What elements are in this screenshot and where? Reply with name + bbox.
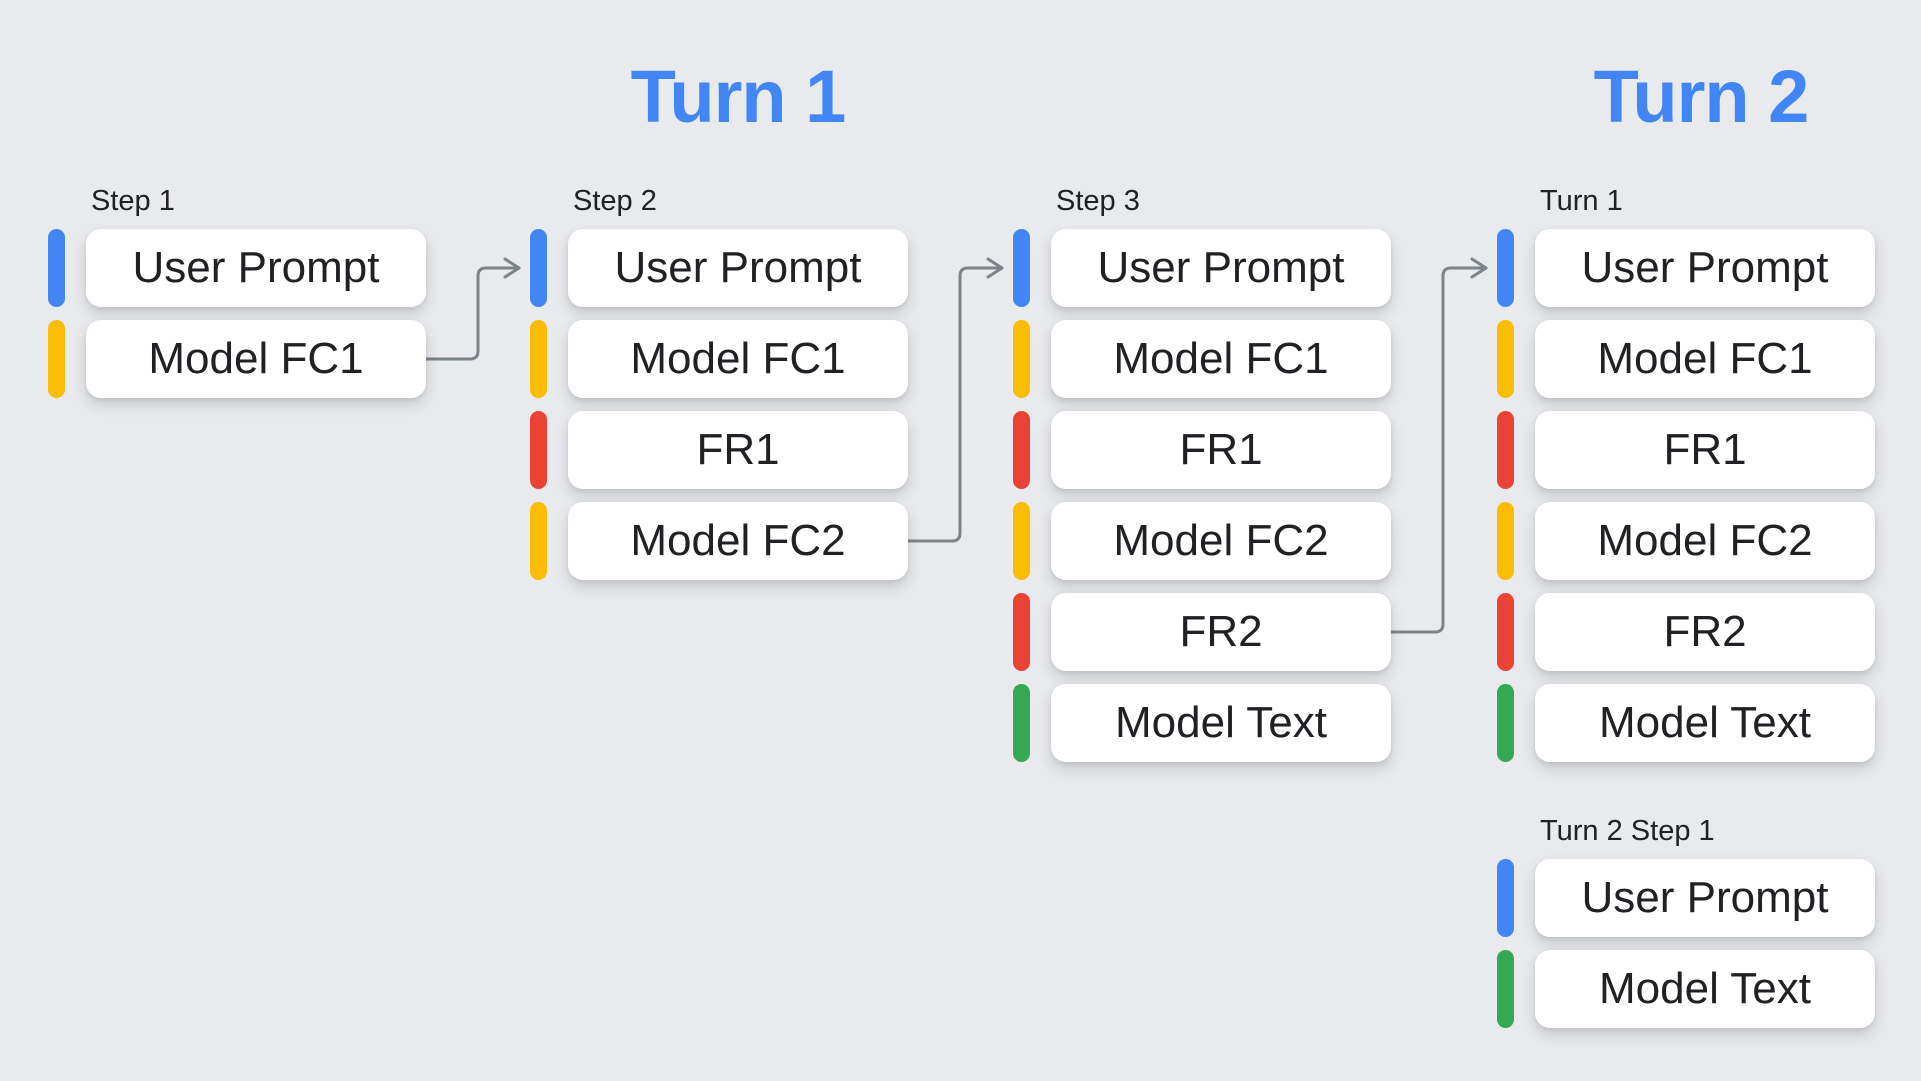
node-model-fc1: Model FC1 (1051, 320, 1391, 398)
model-text-bar (1013, 684, 1030, 762)
diagram-row: Model FC1 (1497, 320, 1875, 398)
function-response-bar (1497, 593, 1514, 671)
node-fr2: FR2 (1051, 593, 1391, 671)
diagram-row: FR2 (1013, 593, 1391, 671)
function-response-bar (1013, 593, 1030, 671)
model-fc-bar (530, 320, 547, 398)
model-text-bar (1497, 950, 1514, 1028)
node-model-fc1: Model FC1 (86, 320, 426, 398)
diagram-row: User Prompt (48, 229, 426, 307)
user-prompt-bar (530, 229, 547, 307)
model-text-bar (1497, 684, 1514, 762)
node-user-prompt: User Prompt (1535, 229, 1875, 307)
diagram-row: User Prompt (1497, 229, 1875, 307)
node-model-fc2: Model FC2 (1051, 502, 1391, 580)
diagram-row: Model Text (1013, 684, 1391, 762)
user-prompt-bar (1497, 229, 1514, 307)
diagram-row: Model FC1 (530, 320, 908, 398)
node-model-fc1: Model FC1 (568, 320, 908, 398)
arrowhead-icon (986, 257, 1004, 279)
user-prompt-bar (1013, 229, 1030, 307)
diagram-row: Model Text (1497, 950, 1875, 1028)
arrowhead-icon (1470, 257, 1488, 279)
group-label: Step 2 (573, 185, 657, 217)
model-fc-bar (1013, 502, 1030, 580)
model-fc-bar (1497, 320, 1514, 398)
model-fc-bar (48, 320, 65, 398)
function-response-bar (1497, 411, 1514, 489)
connector-line (906, 266, 1004, 543)
diagram-row: FR1 (1013, 411, 1391, 489)
connector-arrow (1389, 257, 1488, 634)
diagram-row: User Prompt (1013, 229, 1391, 307)
node-model-fc2: Model FC2 (568, 502, 908, 580)
node-fr2: FR2 (1535, 593, 1875, 671)
diagram-row: Model FC2 (1013, 502, 1391, 580)
group-label: Step 3 (1056, 185, 1140, 217)
node-fr1: FR1 (568, 411, 908, 489)
model-fc-bar (1013, 320, 1030, 398)
connector-line (1389, 266, 1488, 634)
diagram-row: FR1 (1497, 411, 1875, 489)
node-fr1: FR1 (1535, 411, 1875, 489)
function-response-bar (530, 411, 547, 489)
diagram-row: Model FC1 (1013, 320, 1391, 398)
group-label: Turn 1 (1540, 185, 1623, 217)
turn-2-title: Turn 2 (1593, 55, 1810, 138)
user-prompt-bar (48, 229, 65, 307)
diagram-row: Model FC1 (48, 320, 426, 398)
group-label: Turn 2 Step 1 (1540, 815, 1715, 847)
node-user-prompt: User Prompt (1535, 859, 1875, 937)
node-fr1: FR1 (1051, 411, 1391, 489)
diagram-row: User Prompt (530, 229, 908, 307)
node-model-fc1: Model FC1 (1535, 320, 1875, 398)
diagram-row: Model FC2 (1497, 502, 1875, 580)
group-label: Step 1 (91, 185, 175, 217)
turn-1-title: Turn 1 (630, 55, 847, 138)
diagram-row: User Prompt (1497, 859, 1875, 937)
node-model-fc2: Model FC2 (1535, 502, 1875, 580)
node-model-text: Model Text (1535, 684, 1875, 762)
node-model-text: Model Text (1535, 950, 1875, 1028)
model-fc-bar (530, 502, 547, 580)
diagram-row: FR2 (1497, 593, 1875, 671)
node-user-prompt: User Prompt (86, 229, 426, 307)
node-model-text: Model Text (1051, 684, 1391, 762)
arrowhead-icon (503, 257, 521, 279)
model-fc-bar (1497, 502, 1514, 580)
node-user-prompt: User Prompt (568, 229, 908, 307)
connector-line (424, 266, 521, 361)
user-prompt-bar (1497, 859, 1514, 937)
diagram-row: Model FC2 (530, 502, 908, 580)
diagram-row: Model Text (1497, 684, 1875, 762)
function-response-bar (1013, 411, 1030, 489)
connector-arrow (906, 257, 1004, 543)
diagram-row: FR1 (530, 411, 908, 489)
node-user-prompt: User Prompt (1051, 229, 1391, 307)
connector-arrow (424, 257, 521, 361)
